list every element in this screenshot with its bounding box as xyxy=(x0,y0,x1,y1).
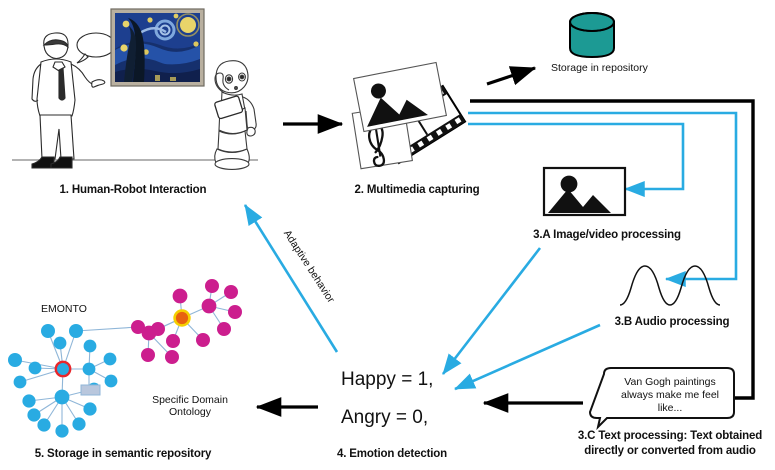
label-step-3c-line2: directly or converted from audio xyxy=(584,445,756,457)
label-step-2: 2. Multimedia capturing xyxy=(354,184,480,196)
starry-night-painting xyxy=(110,8,205,87)
database-cylinder-icon xyxy=(569,12,615,59)
audio-waveform-icon xyxy=(619,265,721,306)
label-emonto: EMONTO xyxy=(41,303,87,315)
arrow-adaptive-behavior xyxy=(243,204,339,353)
emotion-angry-value: Angry = 0, xyxy=(341,407,429,428)
arrow-capture-to-storage xyxy=(486,66,537,86)
speech-bubble-empty xyxy=(76,32,116,64)
human-figure-icon xyxy=(31,32,106,169)
ontology-hub-domain xyxy=(173,309,191,327)
arrow-image-to-emotion xyxy=(441,247,542,375)
speech-bubble-text xyxy=(588,367,735,431)
label-step-5: 5. Storage in semantic repository xyxy=(34,448,212,460)
label-step-1: 1. Human-Robot Interaction xyxy=(59,184,207,196)
emotion-happy-value: Happy = 1, xyxy=(341,369,434,390)
label-step-3a: 3.A Image/video processing xyxy=(533,229,681,241)
photo-mountain-icon xyxy=(352,61,448,133)
ontology-nodes-blue xyxy=(8,324,118,438)
ontology-nodes-magenta xyxy=(131,279,242,364)
bus-cyan-capture-to-image xyxy=(468,122,685,198)
ontology-box-node xyxy=(80,384,101,396)
humanoid-robot-icon xyxy=(214,60,257,170)
bubble-line-2: always make me feel xyxy=(620,389,720,401)
bus-cyan-capture-to-audio xyxy=(468,111,738,288)
label-step-3b: 3.B Audio processing xyxy=(614,316,730,328)
label-domain-ontology-line2: Ontology xyxy=(168,406,212,418)
bubble-line-3: like... xyxy=(657,402,683,414)
label-storage-repository: Storage in repository xyxy=(551,62,648,74)
label-step-4: 4. Emotion detection xyxy=(336,448,448,460)
label-step-3c-line1: 3.C Text processing: Text obtained xyxy=(577,430,763,442)
ontology-hub-emonto xyxy=(54,360,72,378)
bubble-line-1: Van Gogh paintings xyxy=(624,376,716,388)
arrow-audio-to-emotion xyxy=(454,323,601,391)
label-domain-ontology-line1: Specific Domain xyxy=(152,394,228,406)
photo-mountain-icon-processing xyxy=(542,166,627,217)
